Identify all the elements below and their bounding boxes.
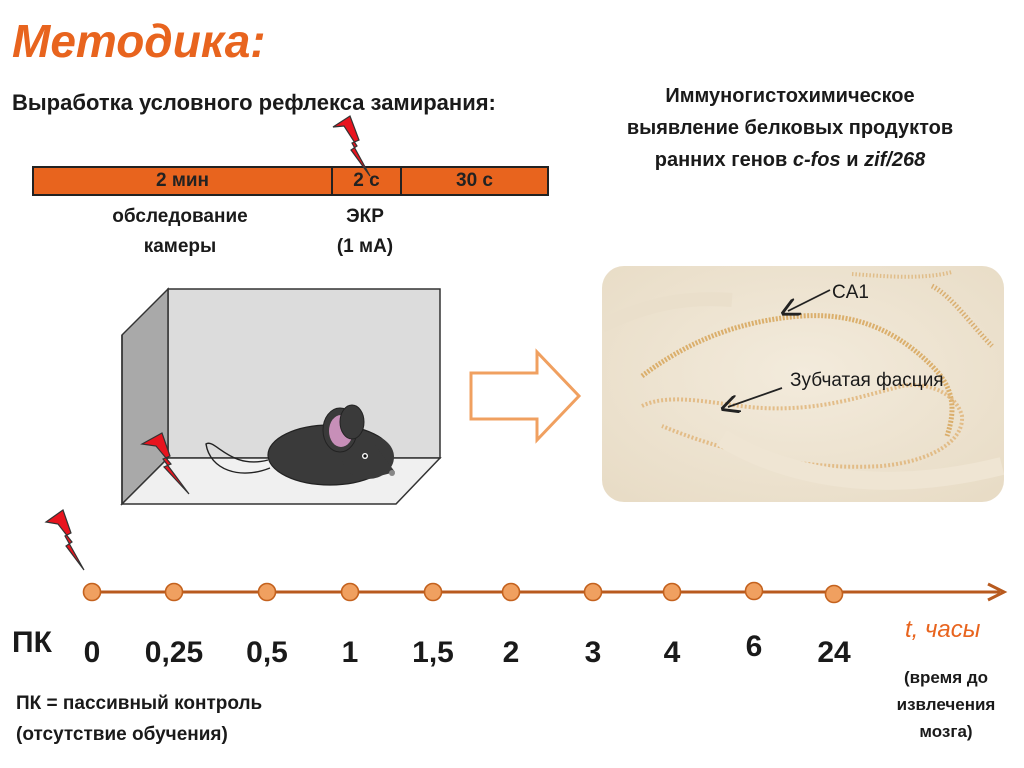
- label-ca1: CA1: [832, 282, 869, 303]
- tick-label: 6: [745, 630, 763, 663]
- brain-micrograph: [602, 266, 1004, 502]
- conjunction: и: [846, 149, 859, 171]
- caption-line: ЭКР: [346, 206, 384, 227]
- caption-line: обследование: [112, 206, 248, 227]
- note-line: извлечения: [896, 695, 996, 714]
- immuno-text: Иммуногистохимическое выявление белковых…: [626, 85, 954, 171]
- legend-line: ПК = пассивный контроль: [16, 693, 263, 714]
- caption-shock: ЭКР (1 мА): [310, 202, 420, 262]
- page-title: Методика:: [12, 15, 266, 67]
- pk-legend: ПК = пассивный контроль (отсутствие обуч…: [16, 688, 262, 750]
- timeline-node: [82, 582, 102, 602]
- tick-label: 4: [663, 636, 681, 669]
- hippocampus-section: [602, 266, 1004, 502]
- segment-post: 30 с: [400, 168, 547, 194]
- tick-label: 3: [584, 636, 602, 669]
- timeline-node: [744, 581, 764, 601]
- gene-zif268: zif/268: [864, 149, 926, 171]
- immuno-title: Иммуногистохимическое выявление белковых…: [610, 80, 970, 176]
- process-arrow-icon: [469, 348, 582, 444]
- tick-label: 24: [817, 636, 851, 669]
- time-axis-note: (время до извлечения мозга): [876, 664, 1016, 745]
- caption-exploration: обследование камеры: [80, 202, 280, 262]
- timeline-node: [257, 582, 277, 602]
- tick-label: 2: [502, 636, 520, 669]
- label-dentate-gyrus: Зубчатая фасция: [790, 370, 944, 391]
- note-line: (время до: [903, 668, 989, 687]
- timeline-node: [662, 582, 682, 602]
- lightning-icon: [140, 432, 190, 495]
- lightning-icon: [332, 115, 371, 177]
- timeline-axis: [92, 582, 1008, 602]
- tick-label: 0,25: [144, 636, 204, 669]
- timeline-node: [583, 582, 603, 602]
- protocol-bar: 2 мин 2 с 30 с: [32, 166, 549, 196]
- tick-label: 1: [341, 636, 359, 669]
- legend-line: (отсутствие обучения): [16, 724, 228, 745]
- pk-label: ПК: [12, 626, 52, 659]
- timeline-node: [340, 582, 360, 602]
- gene-cfos: c-fos: [792, 149, 841, 171]
- tick-label: 0: [83, 636, 101, 669]
- timeline-node: [423, 582, 443, 602]
- note-line: мозга): [919, 722, 973, 741]
- timeline-node: [164, 582, 184, 602]
- subtitle: Выработка условного рефлекса замирания:: [12, 90, 496, 115]
- timeline-node: [824, 584, 844, 604]
- timeline-nodes: [82, 581, 844, 604]
- segment-shock: 2 с: [331, 168, 400, 194]
- tick-label: 0,5: [246, 636, 288, 669]
- tick-label: 1,5: [412, 636, 454, 669]
- segment-exploration: 2 мин: [155, 170, 210, 191]
- lightning-icon: [44, 509, 85, 571]
- time-axis-label: t, часы: [905, 616, 981, 643]
- caption-line: (1 мА): [336, 236, 394, 257]
- caption-line: камеры: [143, 236, 217, 257]
- timeline-node: [501, 582, 521, 602]
- mouse-icon: [205, 404, 395, 486]
